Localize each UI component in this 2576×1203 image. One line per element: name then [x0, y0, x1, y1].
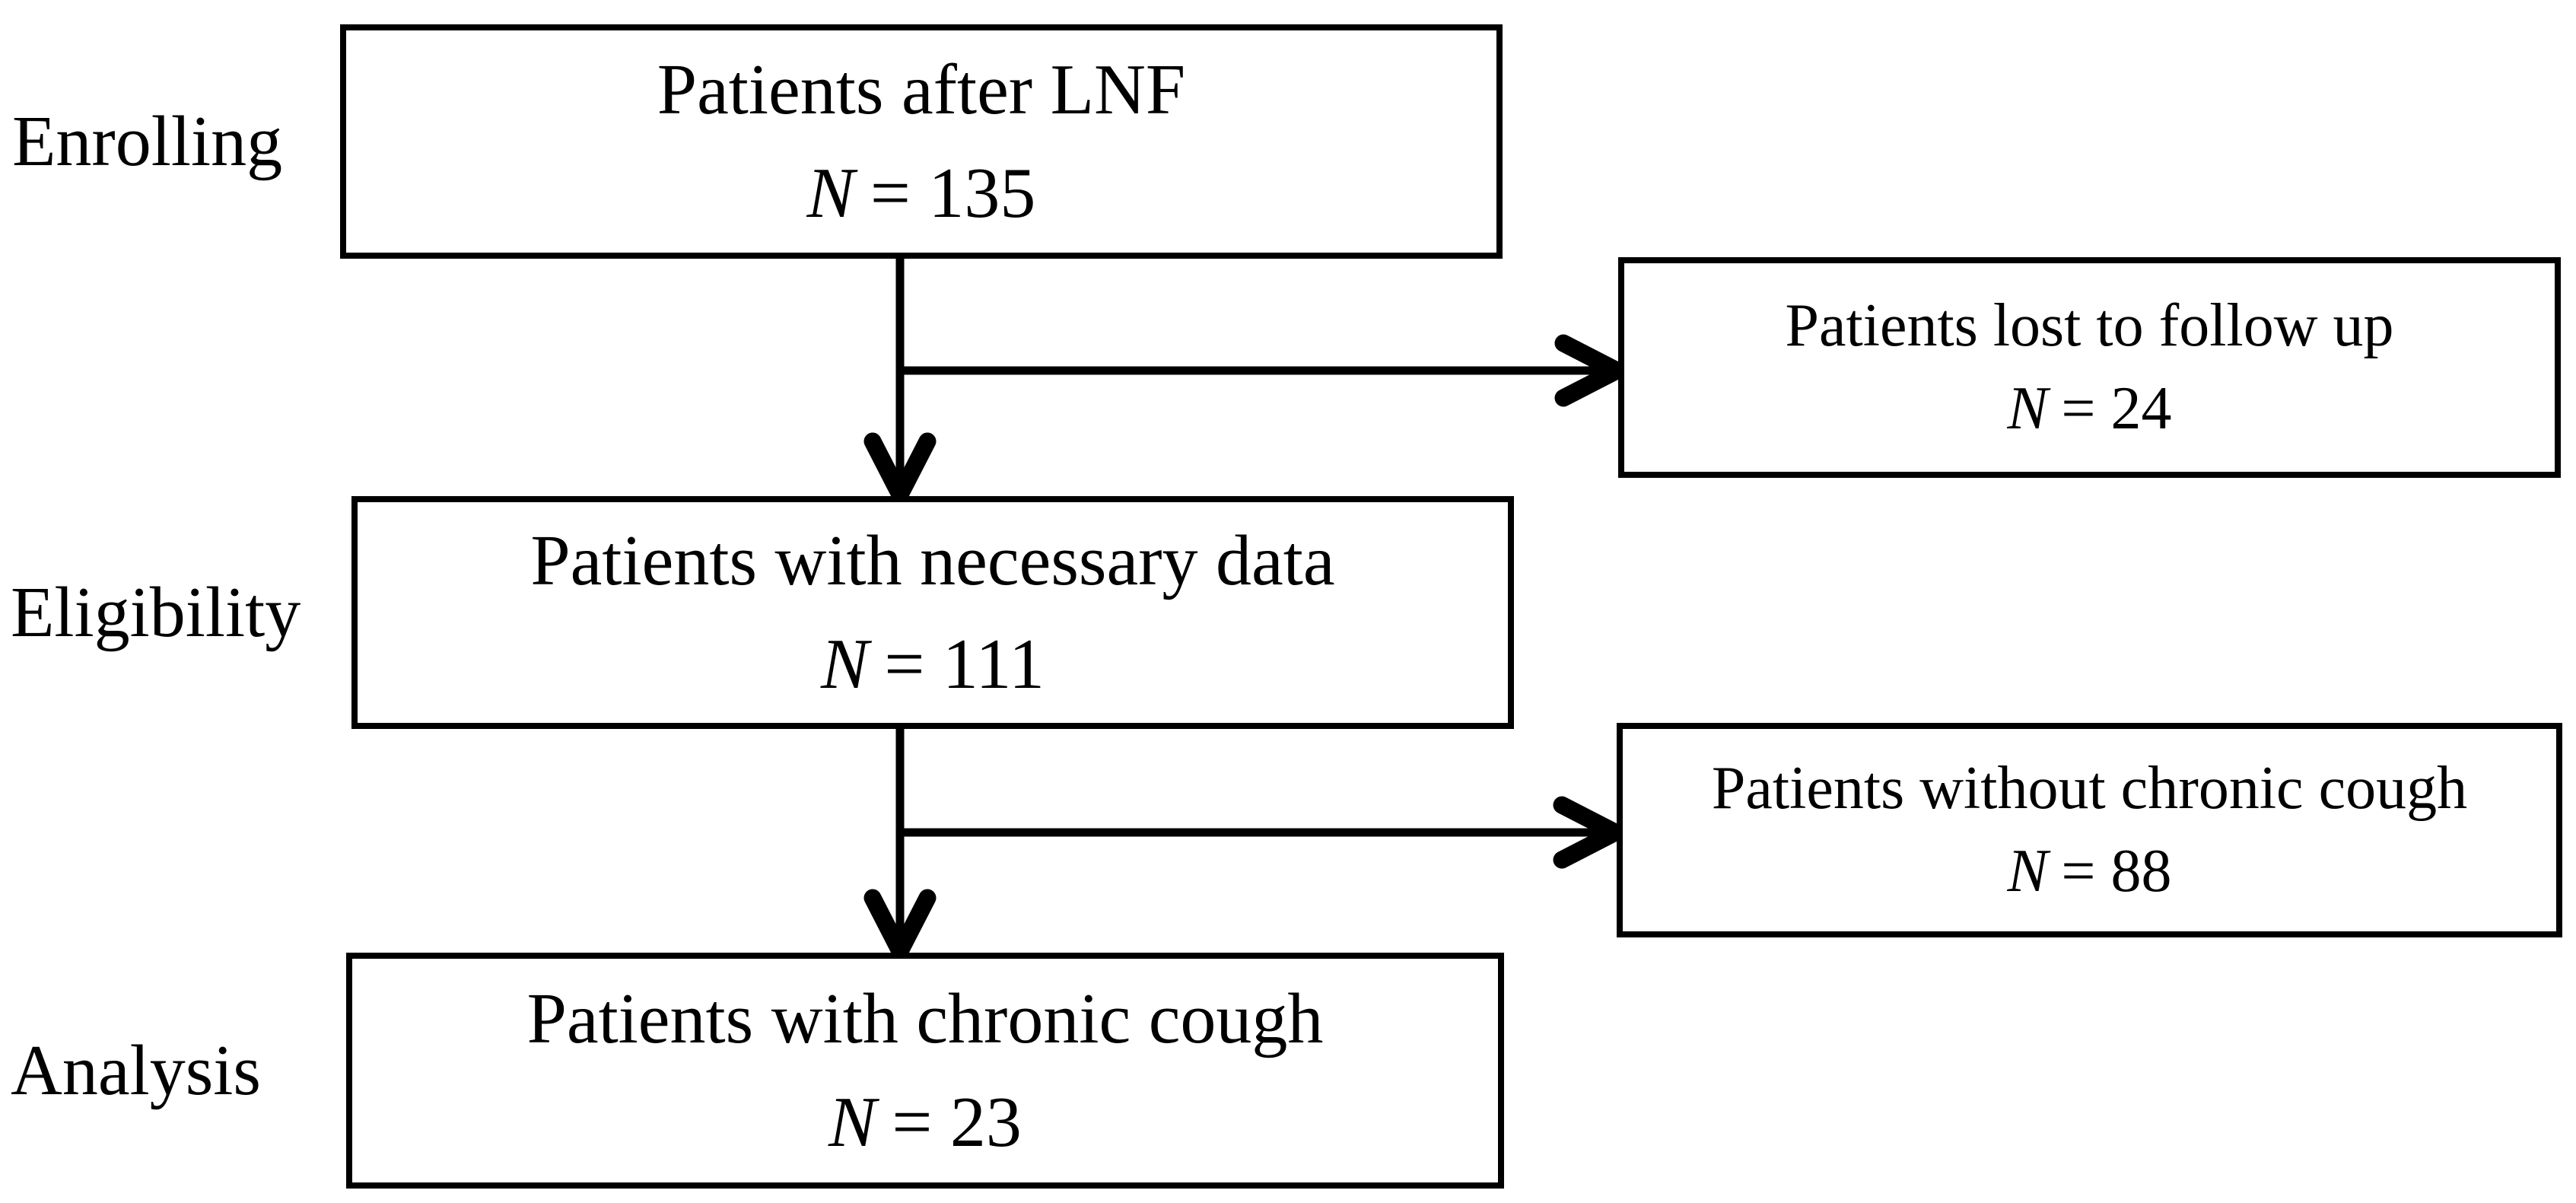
n-symbol: N [2007, 375, 2048, 442]
arrowhead-down-icon [863, 432, 937, 504]
box-n-line: N= 135 [807, 142, 1036, 245]
arrowhead-down-icon [863, 889, 937, 960]
stage-label-text: Eligibility [11, 573, 301, 652]
box-title: Patients lost to follow up [1785, 292, 2394, 360]
box-n-line: N= 111 [821, 613, 1045, 716]
box-n-line: N= 23 [828, 1071, 1022, 1174]
box-title: Patients after LNF [657, 49, 1186, 129]
box-title: Patients with necessary data [530, 520, 1335, 600]
arrowhead-right-icon [1553, 796, 1624, 869]
n-value: = 135 [870, 154, 1036, 233]
stage-label-text: Analysis [11, 1031, 261, 1110]
box-title: Patients without chronic cough [1711, 755, 2468, 823]
stage-label-text: Enrolling [12, 102, 283, 181]
arrowhead-right-icon [1554, 334, 1626, 407]
box-patients-after-lnf: Patients after LNF N= 135 [340, 24, 1503, 259]
box-patients-without-chronic-cough: Patients without chronic cough N= 88 [1617, 723, 2562, 937]
stage-label-enrolling: Enrolling [12, 24, 282, 259]
n-symbol: N [821, 625, 869, 704]
n-value: = 23 [892, 1083, 1022, 1162]
box-title: Patients with chronic cough [526, 979, 1324, 1058]
n-value: = 111 [884, 625, 1045, 704]
box-patients-with-chronic-cough: Patients with chronic cough N= 23 [346, 953, 1504, 1189]
n-value: = 24 [2061, 375, 2172, 442]
n-value: = 88 [2061, 838, 2172, 905]
box-patients-with-necessary-data: Patients with necessary data N= 111 [351, 496, 1514, 729]
stage-label-eligibility: Eligibility [11, 496, 301, 729]
box-n-line: N= 24 [2007, 368, 2171, 450]
box-n-line: N= 88 [2007, 830, 2171, 913]
n-symbol: N [2007, 838, 2048, 905]
n-symbol: N [806, 154, 855, 233]
stage-label-analysis: Analysis [11, 953, 261, 1189]
box-patients-lost-to-follow-up: Patients lost to follow up N= 24 [1618, 257, 2561, 478]
n-symbol: N [828, 1083, 876, 1162]
